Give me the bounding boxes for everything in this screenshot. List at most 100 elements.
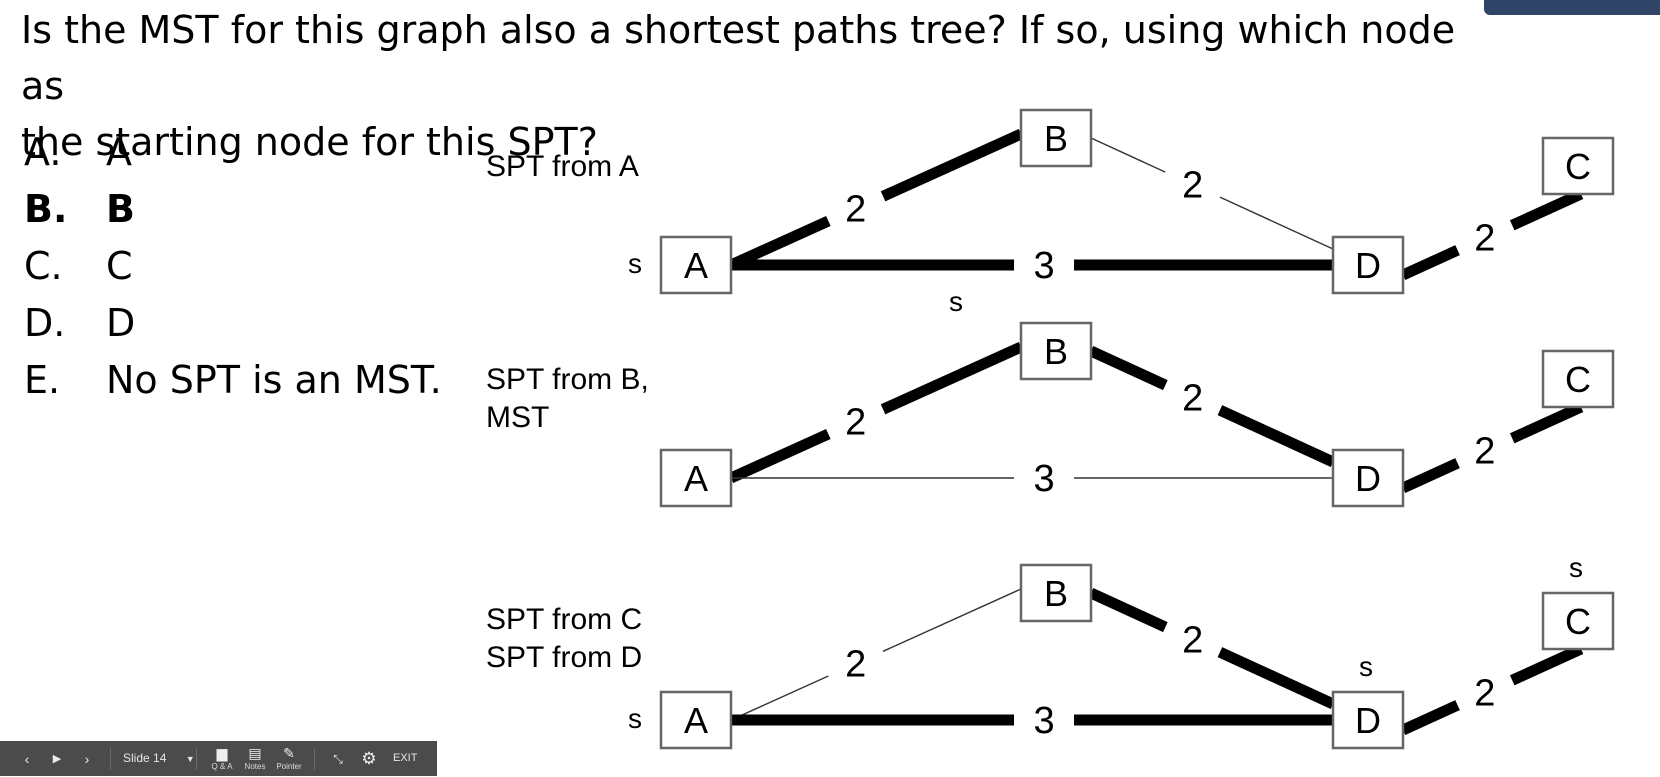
panel-label: SPT from B, xyxy=(486,363,649,396)
graph-node-box xyxy=(659,448,733,508)
graph-node-box xyxy=(1019,108,1093,168)
graph-edge xyxy=(1509,401,1584,444)
notes-button[interactable]: ▤ Notes xyxy=(240,741,270,776)
graph-node-label: D xyxy=(1355,458,1381,499)
question-line-2: the starting node for this SPT? xyxy=(21,120,598,164)
dropdown-arrow-icon: ▼ xyxy=(185,754,195,764)
panel-label: SPT from A xyxy=(486,150,639,183)
question-line-1: Is the MST for this graph also a shortes… xyxy=(21,8,1456,108)
settings-button[interactable]: ⚙ xyxy=(358,741,380,776)
slide-number-label: Slide 14 xyxy=(123,751,167,765)
edge-weight: 3 xyxy=(1033,245,1054,287)
chevron-left-icon: ‹ xyxy=(24,750,30,767)
graph-node-box xyxy=(1019,321,1093,381)
graph-node-box xyxy=(1541,591,1615,651)
graph-edge xyxy=(1509,188,1584,231)
next-slide-button[interactable]: › xyxy=(78,741,96,776)
graph-node-box xyxy=(1541,136,1615,196)
edge-weight: 2 xyxy=(1474,218,1495,260)
option-text: D xyxy=(106,301,136,345)
exit-fullscreen-icon: ⤡ xyxy=(333,751,343,766)
graph-node-box xyxy=(1541,349,1615,409)
gear-icon: ⚙ xyxy=(361,748,377,768)
toolbar-divider xyxy=(110,748,111,770)
exit-fullscreen-button[interactable]: ⤡ xyxy=(328,741,348,776)
notes-icon: ▤ xyxy=(248,745,262,761)
source-marker: s xyxy=(1359,651,1373,682)
question-text: Is the MST for this graph also a shortes… xyxy=(21,2,1461,170)
graph-node-box xyxy=(1331,235,1405,295)
graph-node-label: C xyxy=(1565,601,1591,642)
graph-edge xyxy=(1400,245,1460,281)
graph-edge xyxy=(1509,643,1584,686)
edge-weight: 2 xyxy=(845,644,866,686)
graph-edge xyxy=(1219,196,1334,250)
slide-selector[interactable]: Slide 14 ▼ xyxy=(123,741,195,777)
qa-label: Q & A xyxy=(211,762,233,771)
source-marker: s xyxy=(949,286,963,317)
webcam-thumbnail xyxy=(1484,0,1660,15)
source-marker: s xyxy=(628,703,642,734)
qa-button[interactable]: ▆ Q & A xyxy=(206,741,238,776)
graph-edge xyxy=(1217,405,1336,467)
graph-node-label: C xyxy=(1565,146,1591,187)
graph-edge xyxy=(728,429,831,484)
graph-edge xyxy=(1088,588,1168,633)
panel-label: MST xyxy=(486,401,549,434)
edge-weight: 2 xyxy=(1182,165,1203,207)
option-text: B xyxy=(106,187,135,231)
graph-node-label: D xyxy=(1355,700,1381,741)
edge-weight: 3 xyxy=(1033,700,1054,742)
graph-edge xyxy=(882,588,1022,652)
chevron-right-icon: › xyxy=(84,750,90,767)
graph-edge xyxy=(1090,137,1166,173)
edge-weight: 2 xyxy=(845,402,866,444)
graph-node-label: A xyxy=(684,245,708,286)
toolbar-divider xyxy=(196,748,197,770)
graph-node-label: A xyxy=(684,458,708,499)
prev-slide-button[interactable]: ‹ xyxy=(18,741,36,776)
graph-node-label: C xyxy=(1565,359,1591,400)
slideshow-toolbar: ‹ ▶ › Slide 14 ▼ ▆ Q & A ▤ Notes ✎ Point… xyxy=(0,741,437,776)
graph-edge xyxy=(880,341,1024,415)
option-letter: C. xyxy=(24,244,63,288)
option-text: C xyxy=(106,244,133,288)
graph-edge xyxy=(728,216,831,271)
graph-node-box xyxy=(659,235,733,295)
graph-edge xyxy=(730,675,829,721)
pointer-button[interactable]: ✎ Pointer xyxy=(272,741,306,776)
play-button[interactable]: ▶ xyxy=(48,741,66,776)
source-marker: s xyxy=(1569,552,1583,583)
graph-node-label: D xyxy=(1355,245,1381,286)
edge-weight: 3 xyxy=(1033,458,1054,500)
panel-label: SPT from C xyxy=(486,603,642,636)
graph-node-box xyxy=(1019,563,1093,623)
graph-edge xyxy=(1400,458,1460,494)
exit-button[interactable]: EXIT xyxy=(393,752,418,764)
pointer-icon: ✎ xyxy=(283,745,295,761)
option-text: A xyxy=(106,130,132,174)
graph-node-label: B xyxy=(1044,573,1068,614)
source-marker: s xyxy=(628,248,642,279)
edge-weight: 2 xyxy=(845,189,866,231)
graph-node-label: B xyxy=(1044,331,1068,372)
edge-weight: 2 xyxy=(1474,673,1495,715)
graph-node-label: B xyxy=(1044,118,1068,159)
chat-bubble-icon: ▆ xyxy=(216,745,228,761)
option-letter: D. xyxy=(24,301,66,345)
option-text: No SPT is an MST. xyxy=(106,358,442,402)
option-letter: A. xyxy=(24,130,62,174)
notes-label: Notes xyxy=(244,762,266,771)
graph-edge xyxy=(1088,346,1168,391)
graph-edge xyxy=(1400,700,1460,736)
play-icon: ▶ xyxy=(52,752,62,765)
graph-node-box xyxy=(659,690,733,750)
graph-node-box xyxy=(1331,448,1405,508)
graph-edge xyxy=(1217,647,1336,709)
edge-weight: 2 xyxy=(1474,431,1495,473)
option-letter: E. xyxy=(24,358,61,402)
graph-node-label: A xyxy=(684,700,708,741)
edge-weight: 2 xyxy=(1182,378,1203,420)
graph-node-box xyxy=(1331,690,1405,750)
